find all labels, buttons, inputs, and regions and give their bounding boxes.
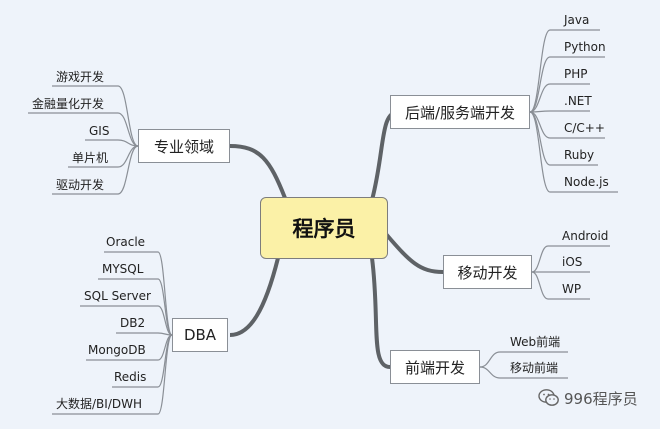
leaf-nodejs[interactable]: Node.js: [564, 175, 609, 189]
leaf-c-cpp[interactable]: C/C++: [564, 121, 605, 135]
branch-frontend[interactable]: 前端开发: [390, 350, 480, 384]
leaf-bigdata[interactable]: 大数据/BI/DWH: [56, 397, 142, 411]
leaf-wp[interactable]: WP: [562, 282, 582, 296]
leaf-driver-dev[interactable]: 驱动开发: [56, 178, 105, 192]
branch-backend[interactable]: 后端/服务端开发: [390, 95, 530, 129]
leaf-mcu[interactable]: 单片机: [72, 151, 109, 165]
branch-domain[interactable]: 专业领域: [138, 129, 230, 163]
watermark: 996程序员: [538, 387, 638, 409]
leaf-dotnet[interactable]: .NET: [564, 94, 592, 108]
leaf-game-dev[interactable]: 游戏开发: [56, 70, 105, 84]
leaf-oracle[interactable]: Oracle: [106, 235, 146, 249]
leaf-java[interactable]: Java: [564, 13, 590, 27]
leaf-mysql[interactable]: MYSQL: [102, 262, 144, 276]
leaf-mongodb[interactable]: MongoDB: [88, 343, 146, 357]
leaf-gis[interactable]: GIS: [89, 124, 110, 138]
branch-mobile[interactable]: 移动开发: [443, 255, 532, 289]
leaf-python[interactable]: Python: [564, 40, 606, 54]
leaf-android[interactable]: Android: [562, 229, 609, 243]
wechat-icon: [538, 387, 560, 409]
leaf-php[interactable]: PHP: [564, 67, 588, 81]
leaf-db2[interactable]: DB2: [120, 316, 146, 330]
leaf-ios[interactable]: iOS: [562, 255, 583, 269]
leaf-web-frontend[interactable]: Web前端: [510, 335, 561, 349]
leaf-redis[interactable]: Redis: [114, 370, 147, 384]
center-node[interactable]: 程序员: [260, 197, 388, 259]
branch-dba[interactable]: DBA: [172, 318, 228, 352]
leaf-mobile-frontend[interactable]: 移动前端: [510, 361, 559, 375]
leaf-sqlserver[interactable]: SQL Server: [84, 289, 151, 303]
watermark-text: 996程序员: [564, 389, 638, 408]
leaf-ruby[interactable]: Ruby: [564, 148, 595, 162]
leaf-quant-dev[interactable]: 金融量化开发: [32, 97, 105, 111]
